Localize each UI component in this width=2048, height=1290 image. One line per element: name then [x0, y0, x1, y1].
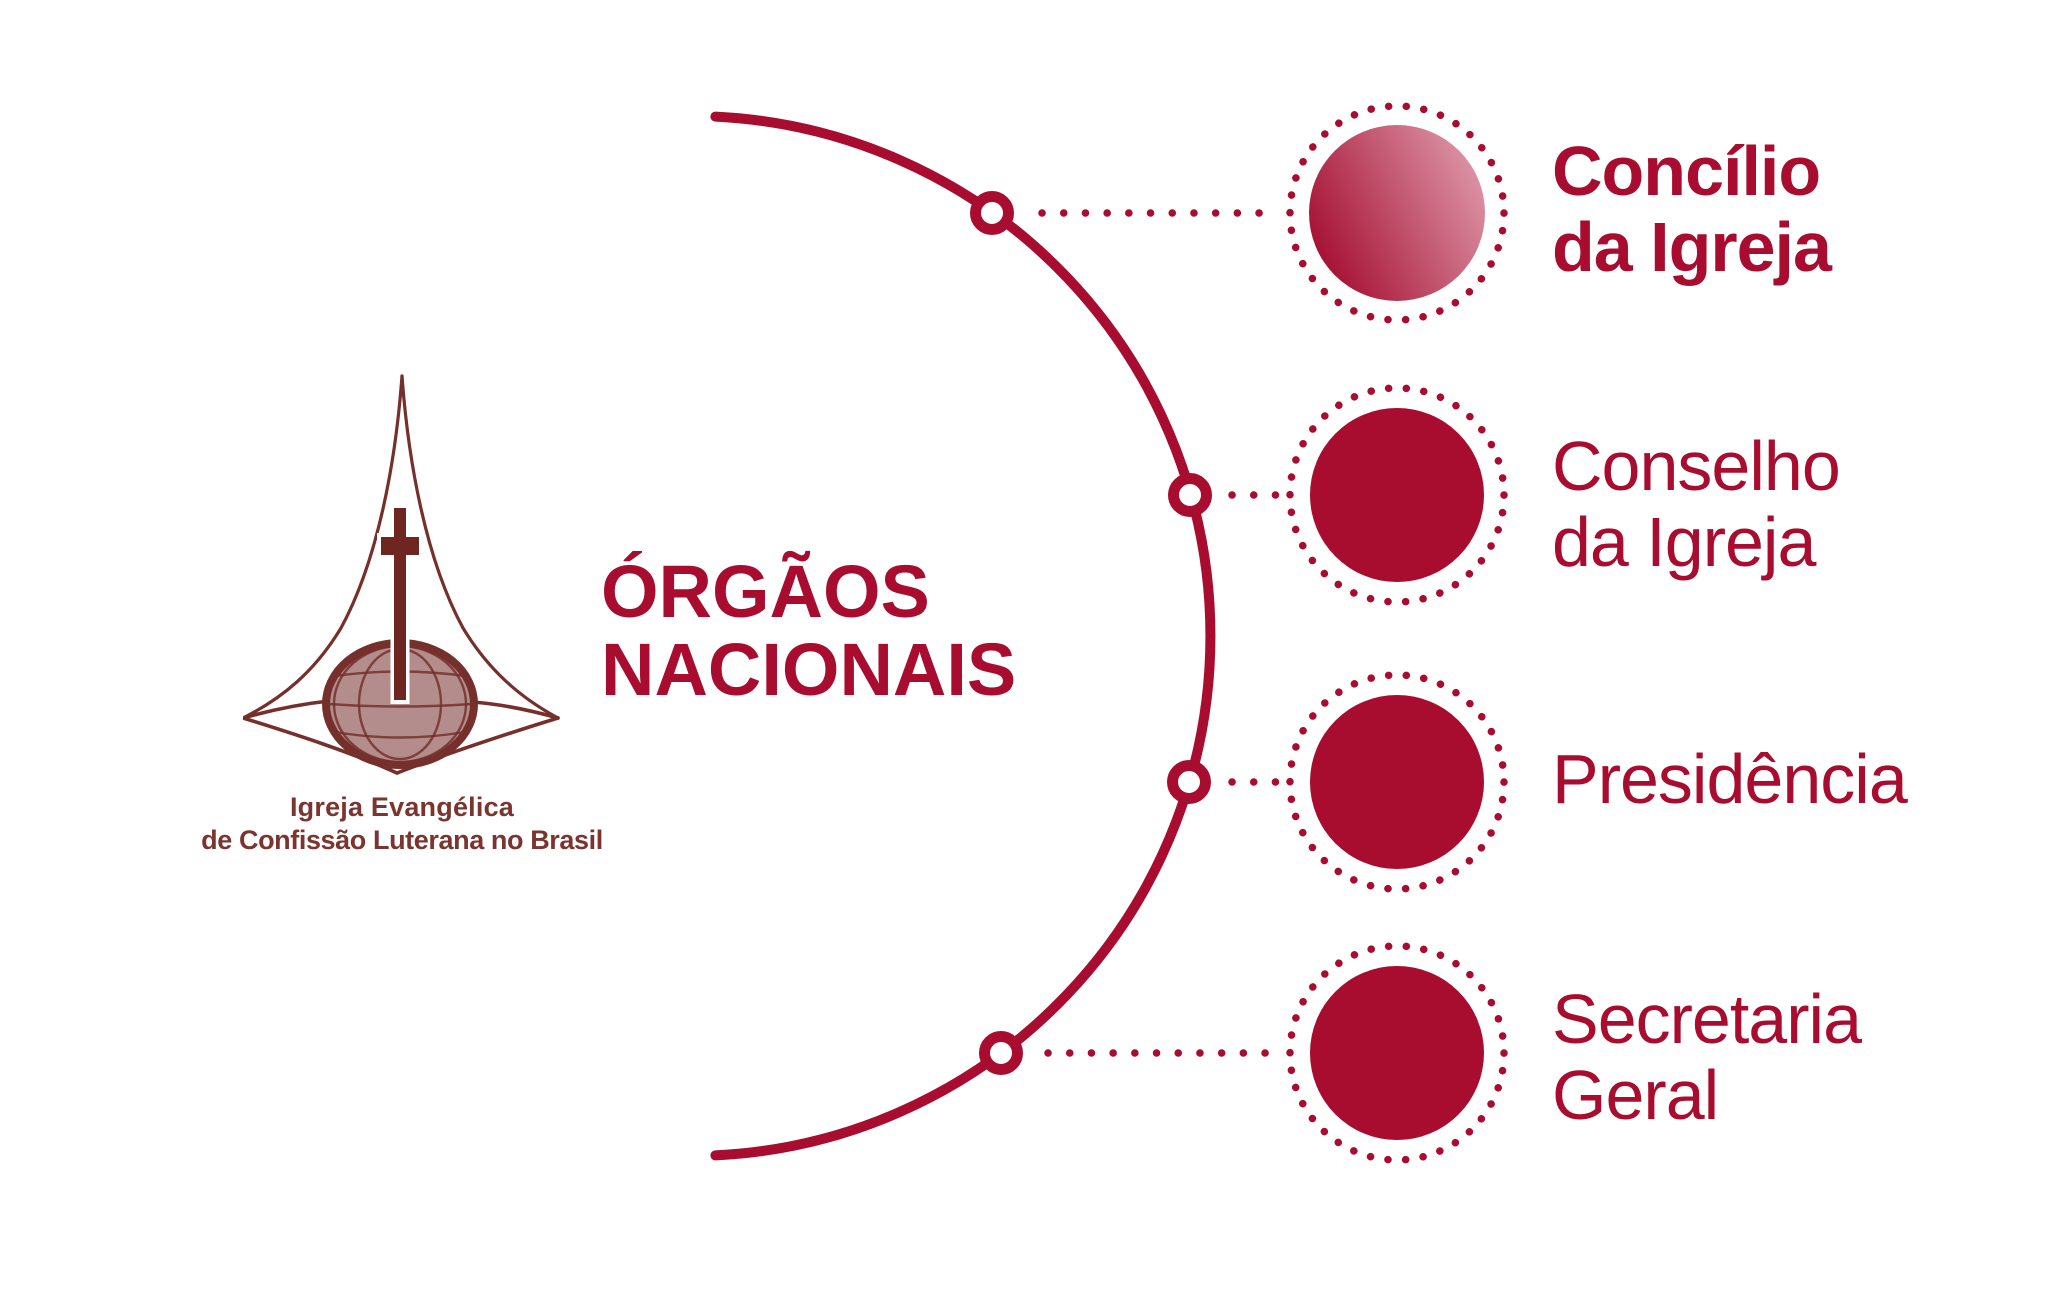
- semicircle-arc: [710, 111, 1216, 1161]
- dotted-ring: [1286, 671, 1508, 893]
- arc-node: [1168, 473, 1212, 517]
- arc-node: [970, 191, 1014, 235]
- dotted-ring: [1286, 942, 1508, 1164]
- item-circle-conselho: [1310, 408, 1484, 582]
- item-label-secretaria: Secretaria Geral: [1552, 980, 1862, 1134]
- item-circle-secretaria: [1310, 966, 1484, 1140]
- cross-icon: [394, 508, 406, 700]
- org-name-line1: Igreja Evangélica: [289, 792, 514, 822]
- logo-caption: Igreja Evangélica de Confissão Luterana …: [152, 791, 652, 857]
- dotted-ring: [1286, 384, 1508, 606]
- item-circle-presidencia: [1310, 695, 1484, 869]
- arc-node: [979, 1031, 1023, 1075]
- item-label-conselho: Conselho da Igreja: [1552, 427, 1841, 581]
- globe-parallel: [334, 730, 466, 739]
- base-swoosh-right: [470, 700, 560, 720]
- item-circle-concilio: [1309, 125, 1485, 301]
- base-swoosh-left: [243, 699, 331, 720]
- dotted-ring: [1286, 102, 1508, 324]
- arc-node: [1167, 760, 1211, 804]
- org-name-line2: de Confissão Luterana no Brasil: [201, 825, 603, 855]
- globe-equator: [327, 702, 473, 708]
- cross-icon: [381, 537, 419, 555]
- church-logo: [243, 374, 560, 775]
- spire-left-outline: [243, 374, 404, 720]
- page-title: ÓRGÃOS NACIONAIS: [601, 550, 1017, 711]
- spire-right-outline: [400, 374, 560, 720]
- item-label-presidencia: Presidência: [1552, 740, 1908, 818]
- item-label-concilio: Concílio da Igreja: [1552, 132, 1832, 286]
